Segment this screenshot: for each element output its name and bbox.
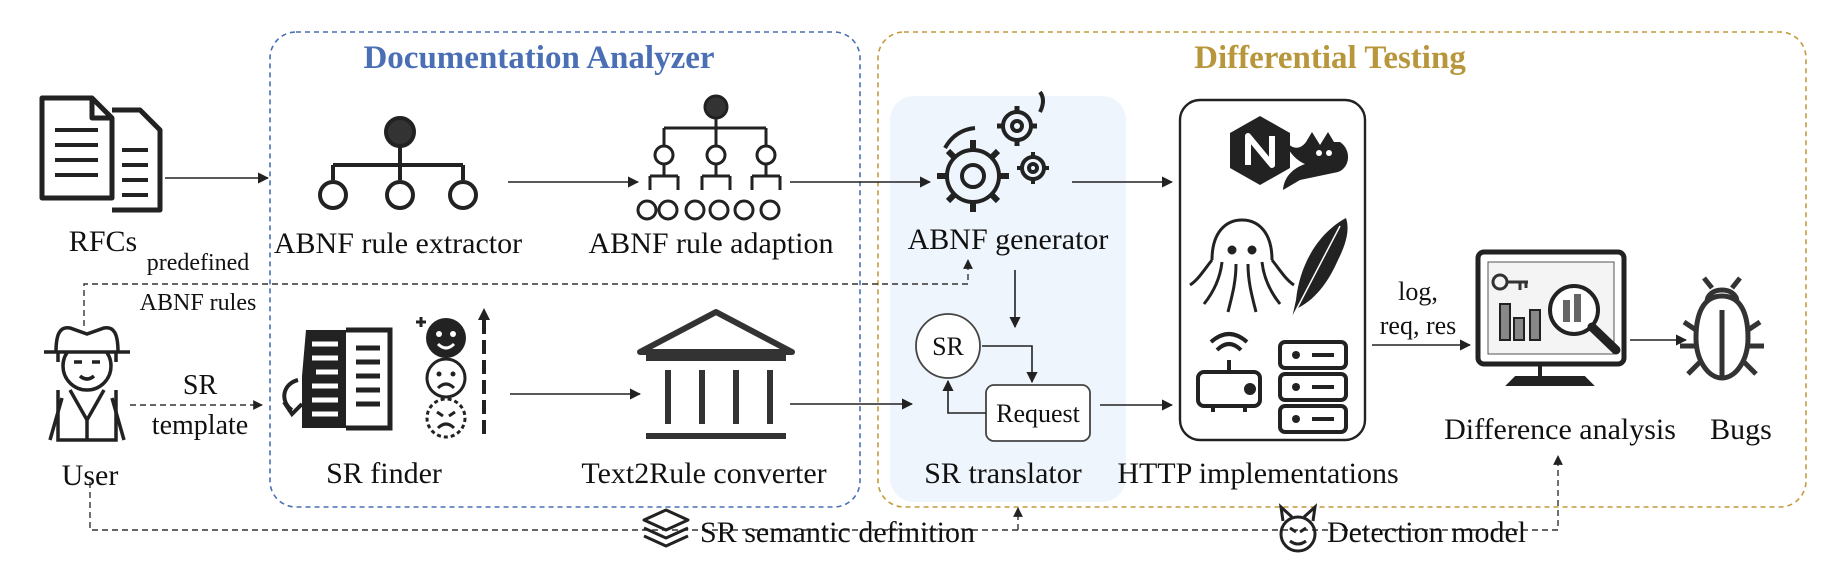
http-implementations-label: HTTP implementations	[1117, 457, 1399, 490]
dashed-arrows	[83, 259, 1563, 531]
request-label: Request	[996, 399, 1080, 428]
squid-icon	[1189, 218, 1295, 313]
log-label-1: log,	[1398, 277, 1438, 306]
difference-analysis-label: Difference analysis	[1444, 413, 1676, 446]
rfcs-label: RFCs	[68, 225, 138, 258]
differential-testing-title: Differential Testing	[1194, 40, 1466, 76]
sr-template-label-1: SR	[182, 370, 218, 401]
abnf-generator-label: ABNF generator	[907, 223, 1109, 256]
documentation-analyzer-title: Documentation Analyzer	[363, 40, 715, 76]
predefined-label: predefined	[146, 250, 250, 276]
tree-icon	[318, 116, 478, 210]
abnf-rule-adaption-label: ABNF rule adaption	[588, 227, 834, 260]
abnf-rule-extractor-label: ABNF rule extractor	[273, 227, 523, 260]
log-label-2: req, res	[1379, 311, 1457, 340]
sr-translator-label: SR translator	[924, 457, 1082, 490]
sr-finder-icon	[282, 308, 490, 439]
bugs-label: Bugs	[1710, 413, 1772, 446]
http-implementations-box	[1178, 98, 1367, 442]
monitor-analysis-icon	[1475, 249, 1627, 386]
tomcat-icon	[1283, 132, 1349, 190]
differential-testing-group	[877, 31, 1807, 508]
gears-icon	[937, 90, 1049, 212]
abnf-rules-label: ABNF rules	[139, 290, 257, 316]
devil-icon	[1278, 503, 1318, 553]
bug-icon	[1680, 276, 1764, 381]
sr-semantic-definition-label: SR semantic definition	[700, 516, 975, 549]
feather-icon	[1291, 218, 1348, 319]
text2rule-converter-label: Text2Rule converter	[581, 457, 827, 490]
server-icon	[1278, 340, 1348, 434]
flow-arrows	[165, 172, 1688, 414]
documents-icon	[39, 95, 163, 213]
sr-circle-label: SR	[932, 332, 964, 361]
detection-model-label: Detection model	[1327, 516, 1527, 549]
tree-adaption-icon	[636, 94, 782, 221]
user-label: User	[61, 459, 119, 492]
nginx-icon	[1230, 116, 1290, 185]
sr-circle	[915, 313, 981, 379]
bank-icon	[637, 309, 795, 439]
user-hat-icon	[44, 325, 130, 442]
sr-template-label-2: template	[151, 410, 249, 441]
sr-finder-label: SR finder	[326, 457, 442, 490]
layers-icon	[642, 508, 690, 548]
router-icon	[1196, 332, 1262, 412]
